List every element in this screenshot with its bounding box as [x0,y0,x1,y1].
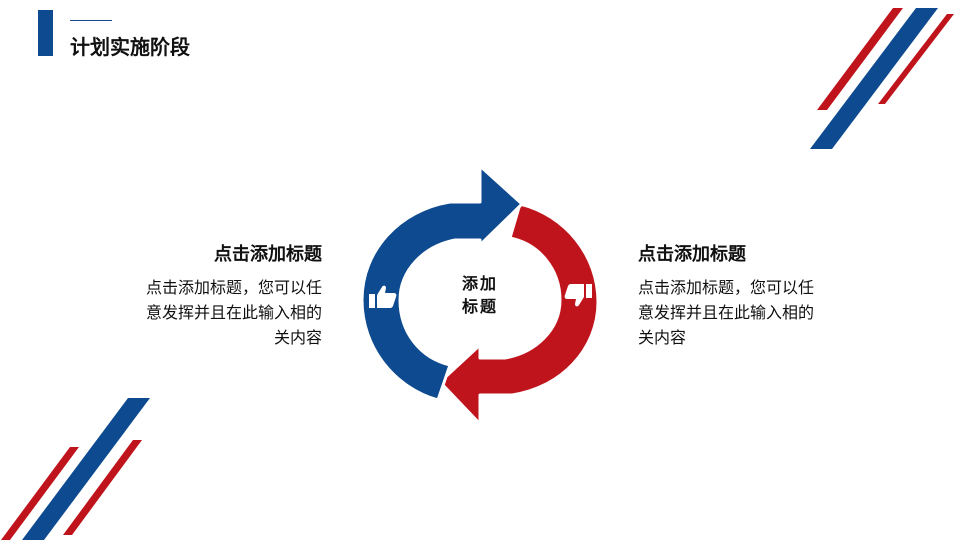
left-panel-body: 点击添加标题，您可以任意发挥并且在此输入相的关内容 [145,278,322,347]
right-panel-heading: 点击添加标题 [638,244,746,265]
title-accent-bar [38,10,53,56]
stripe-top-right-red-2 [878,14,954,104]
stripe-top-right-red-1 [817,8,903,110]
cycle-arrow-blue [360,164,524,402]
cycle-arrow-red [438,202,600,426]
stripe-bottom-left-red-1 [1,447,79,540]
right-panel-body: 点击添加标题，您可以任意发挥并且在此输入相的关内容 [638,278,815,347]
cycle-center-label: 添加 标题 [440,272,520,318]
cycle-center-label-line2: 标题 [461,297,498,316]
stripe-bottom-left-red-2 [63,440,142,535]
left-panel-heading: 点击添加标题 [214,244,322,265]
thumbs-down-icon [564,284,592,307]
thumbs-up-icon [369,285,397,308]
page-title: 计划实施阶段 [70,35,190,59]
stripe-bottom-left-blue [22,398,150,540]
title-rule [70,20,112,21]
cycle-center-label-line1: 添加 [461,274,498,293]
right-text-panel: 点击添加标题 点击添加标题，您可以任意发挥并且在此输入相的关内容 [638,241,828,350]
stripe-top-right-blue [810,8,938,149]
left-text-panel: 点击添加标题 点击添加标题，您可以任意发挥并且在此输入相的关内容 [132,241,322,350]
